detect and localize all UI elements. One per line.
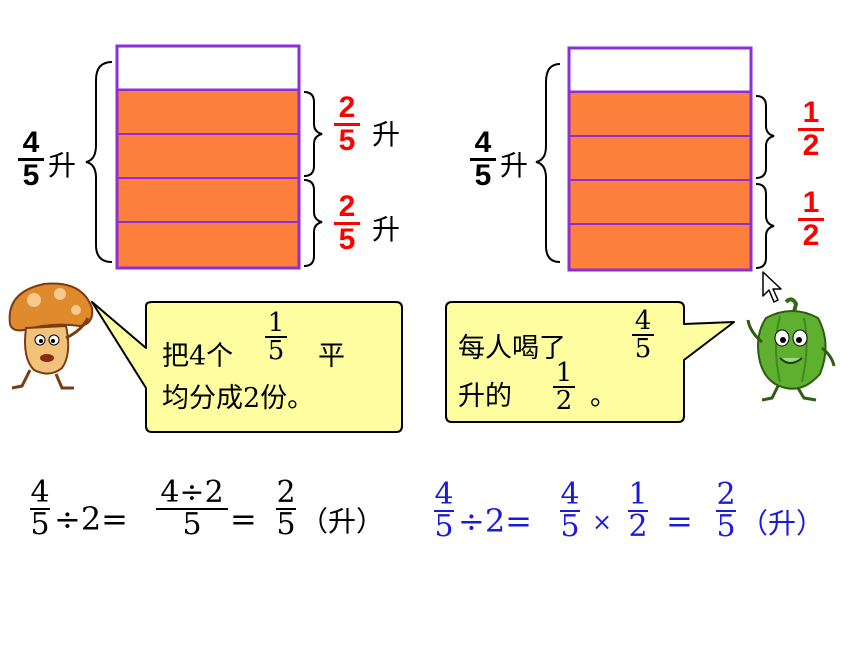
left-cup-segment-4 <box>116 221 300 269</box>
left-part-unit-1: 升 <box>372 118 401 151</box>
equation-right-fraction-1: 4 5 <box>434 480 454 542</box>
fraction-denominator: 5 <box>434 509 454 544</box>
left-part-brace-1 <box>303 91 323 177</box>
left-total-fraction: 4 5 <box>18 128 44 191</box>
right-part-fraction-1: 1 2 <box>798 98 824 161</box>
fraction-numerator: 2 <box>276 475 296 510</box>
fraction-denominator: 5 <box>634 334 652 364</box>
fraction-numerator: 1 <box>802 96 820 129</box>
left-bubble-line1-prefix: 把4个 <box>162 341 234 372</box>
mushroom-character <box>8 282 94 390</box>
fraction-denominator: 2 <box>802 129 820 162</box>
fraction-denominator: 5 <box>22 159 40 192</box>
right-bubble-fraction-1: 4 5 <box>632 308 654 362</box>
right-speech-bubble <box>445 301 735 423</box>
fraction-numerator: 4 <box>30 475 50 510</box>
fraction-numerator: 4 <box>434 477 454 512</box>
right-bubble-fraction-2: 1 2 <box>553 360 575 414</box>
fraction-denominator: 5 <box>474 159 492 192</box>
left-bubble-fraction: 1 5 <box>265 310 287 364</box>
equation-left-op-1: ÷2= <box>54 500 128 538</box>
right-cup-empty-segment <box>567 46 753 94</box>
left-bubble-line1-suffix: 平 <box>318 341 345 372</box>
right-cup-diagram <box>535 46 775 272</box>
right-part-brace-2 <box>755 183 775 269</box>
left-part-fraction-1: 2 5 <box>334 93 360 156</box>
pepper-character <box>746 297 836 402</box>
fraction-numerator: 4 <box>22 126 40 159</box>
left-part-unit-2: 升 <box>372 213 401 246</box>
equation-right-fraction-2: 4 5 <box>560 480 580 542</box>
left-total-brace <box>85 61 113 263</box>
fraction-denominator: 2 <box>555 386 573 416</box>
fraction-denominator: 2 <box>628 509 648 544</box>
fraction-denominator: 5 <box>276 507 296 542</box>
fraction-denominator: 5 <box>267 336 285 366</box>
fraction-numerator: 1 <box>555 358 573 388</box>
equation-left-unit: （升） <box>300 505 385 538</box>
mouse-cursor-icon <box>762 271 782 303</box>
equation-right-op-3: = <box>666 502 693 540</box>
equation-left-fraction-1: 4 5 <box>30 478 50 540</box>
right-cup-segment-1 <box>568 91 752 137</box>
equation-right-op-2: × <box>592 508 613 536</box>
equation-right-op-1: ÷2= <box>458 502 532 540</box>
right-total-brace <box>535 63 561 263</box>
fraction-numerator: 4 <box>474 126 492 159</box>
equation-left-op-2: = <box>230 500 257 538</box>
fraction-numerator: 1 <box>802 186 820 219</box>
fraction-numerator: 2 <box>338 91 356 124</box>
equation-right-fraction-4: 2 5 <box>716 480 736 542</box>
right-total-fraction: 4 5 <box>470 128 496 191</box>
left-cup-segment-1 <box>116 89 300 135</box>
right-bubble-line2-suffix: 。 <box>590 381 617 412</box>
left-total-unit: 升 <box>48 149 77 182</box>
left-speech-bubble <box>91 301 403 433</box>
fraction-numerator: 4÷2 <box>160 475 224 510</box>
fraction-denominator: 5 <box>182 507 202 542</box>
fraction-denominator: 5 <box>716 509 736 544</box>
right-total-unit: 升 <box>500 149 529 182</box>
right-cup-segment-4 <box>568 223 752 271</box>
fraction-denominator: 5 <box>338 223 356 256</box>
right-part-brace-1 <box>755 95 775 179</box>
equation-right-unit: （升） <box>740 507 825 540</box>
fraction-numerator: 2 <box>338 190 356 223</box>
fraction-denominator: 5 <box>338 124 356 157</box>
fraction-numerator: 1 <box>267 308 285 338</box>
left-bubble-line2: 均分成2份。 <box>162 383 315 414</box>
equation-left-fraction-2: 4÷2 5 <box>156 478 228 540</box>
left-cup-diagram <box>85 44 323 270</box>
equation-right-fraction-3: 1 2 <box>628 480 648 542</box>
left-cup-segment-3 <box>116 177 300 223</box>
fraction-numerator: 4 <box>560 477 580 512</box>
right-cup-segment-2 <box>568 135 752 181</box>
fraction-numerator: 2 <box>716 477 736 512</box>
right-bubble-line1: 每人喝了 <box>458 333 566 364</box>
left-cup-empty-segment <box>115 44 301 92</box>
fraction-numerator: 4 <box>634 306 652 336</box>
right-part-fraction-2: 1 2 <box>798 188 824 251</box>
right-cup-segment-3 <box>568 179 752 225</box>
fraction-denominator: 2 <box>802 219 820 252</box>
right-bubble-line2-prefix: 升的 <box>458 381 512 412</box>
left-part-brace-2 <box>303 179 323 267</box>
left-cup-segment-2 <box>116 133 300 179</box>
fraction-denominator: 5 <box>560 509 580 544</box>
equation-left-fraction-3: 2 5 <box>276 478 296 540</box>
fraction-numerator: 1 <box>628 477 648 512</box>
fraction-denominator: 5 <box>30 507 50 542</box>
left-part-fraction-2: 2 5 <box>334 192 360 255</box>
